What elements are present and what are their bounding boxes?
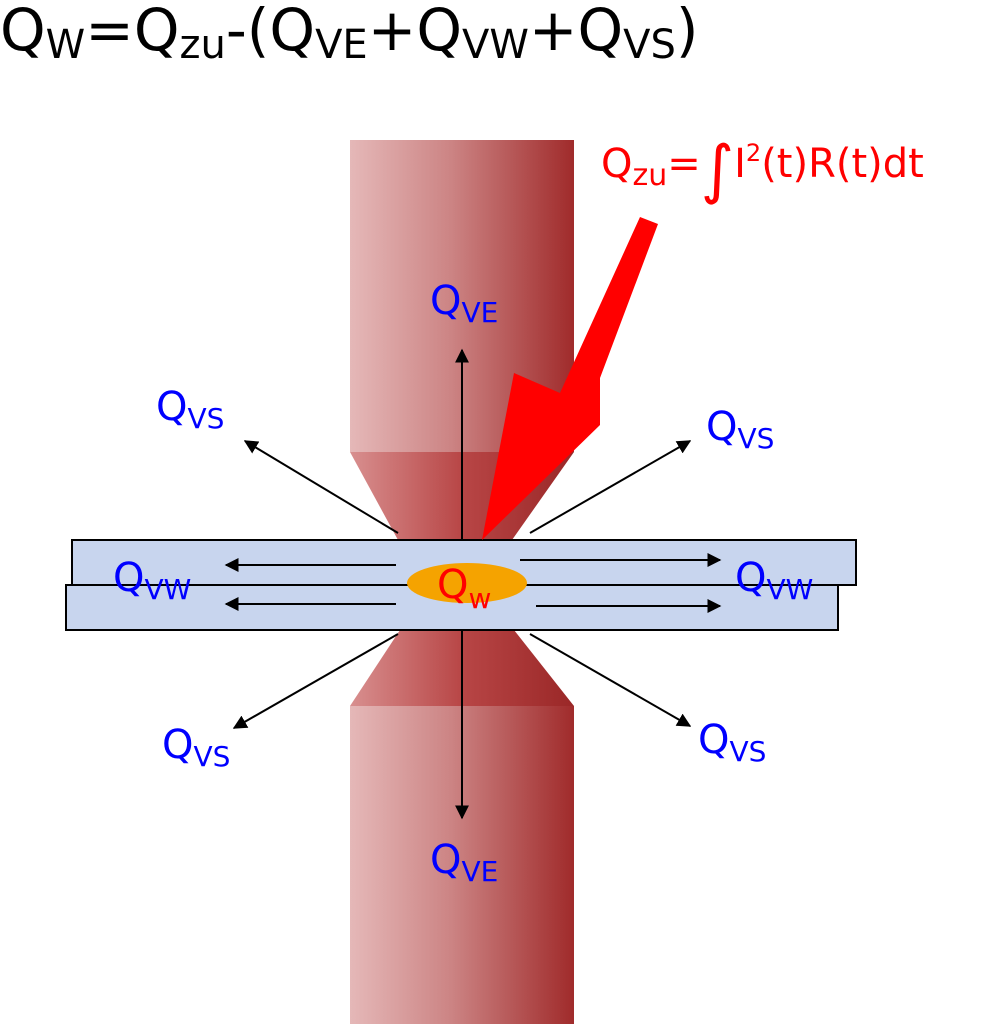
input-current: I (734, 141, 746, 187)
label-q-w-nugget: Qw (437, 562, 491, 615)
formula-sub-zu: zu (179, 22, 225, 68)
formula-q-zu: Q (134, 0, 180, 64)
formula-equals: = (85, 0, 134, 64)
heat-balance-formula: QW=Qzu-(QVE+QVW+QVS) (0, 0, 699, 68)
formula-q-w: Q (0, 0, 46, 64)
input-sub-zu: zu (632, 158, 667, 193)
label-q-ve-top: QVE (430, 278, 498, 329)
label-q-vs-lower-left: QVS (162, 722, 230, 773)
formula-plus-1: + (368, 0, 417, 64)
label-q-vw-right: QVW (735, 555, 813, 606)
arrow-upper-right-vs (529, 440, 692, 534)
formula-plus-2: + (529, 0, 578, 64)
arrow-upper-left-vs (243, 440, 399, 534)
input-equals: = (667, 141, 701, 187)
loss-labels: QVE QVE QVS QVS QVS QVS QVW QVW (113, 278, 813, 888)
input-q: Q (601, 141, 632, 187)
energy-input-label: Qzu=∫I2(t)R(t)dt (601, 133, 924, 207)
svg-text:Qzu=∫I2(t)R(t)dt: Qzu=∫I2(t)R(t)dt (601, 133, 924, 207)
formula-sub-vs: VS (623, 22, 676, 68)
formula-q-vw: Q (416, 0, 462, 64)
formula-sub-ve: VE (315, 22, 368, 68)
lower-electrode (350, 630, 574, 1024)
input-remainder: (t)R(t)dt (761, 141, 924, 187)
formula-minus-paren: -( (226, 0, 270, 64)
label-q-ve-bottom: QVE (430, 837, 498, 888)
formula-close-paren: ) (676, 0, 699, 64)
formula-q-ve: Q (269, 0, 315, 64)
arrow-lower-right-vs (529, 633, 692, 727)
label-q-vs-upper-right: QVS (706, 404, 774, 455)
label-q-vs-lower-right: QVS (698, 717, 766, 768)
input-exponent: 2 (746, 139, 761, 167)
arrow-lower-left-vs (232, 633, 399, 729)
label-q-vs-upper-left: QVS (156, 384, 224, 435)
heat-loss-arrows (224, 348, 722, 820)
input-arrow-shape (482, 217, 658, 540)
integral-sign: ∫ (701, 133, 734, 207)
label-q-vw-left: QVW (113, 555, 191, 606)
formula-sub-w: W (46, 22, 86, 68)
formula-sub-vw: VW (462, 22, 529, 68)
formula-q-vs: Q (578, 0, 624, 64)
weld-nugget (407, 563, 527, 603)
svg-text:QW=Qzu-(QVE+QVW+QVS): QW=Qzu-(QVE+QVW+QVS) (0, 0, 699, 68)
energy-input-arrow (482, 217, 658, 540)
